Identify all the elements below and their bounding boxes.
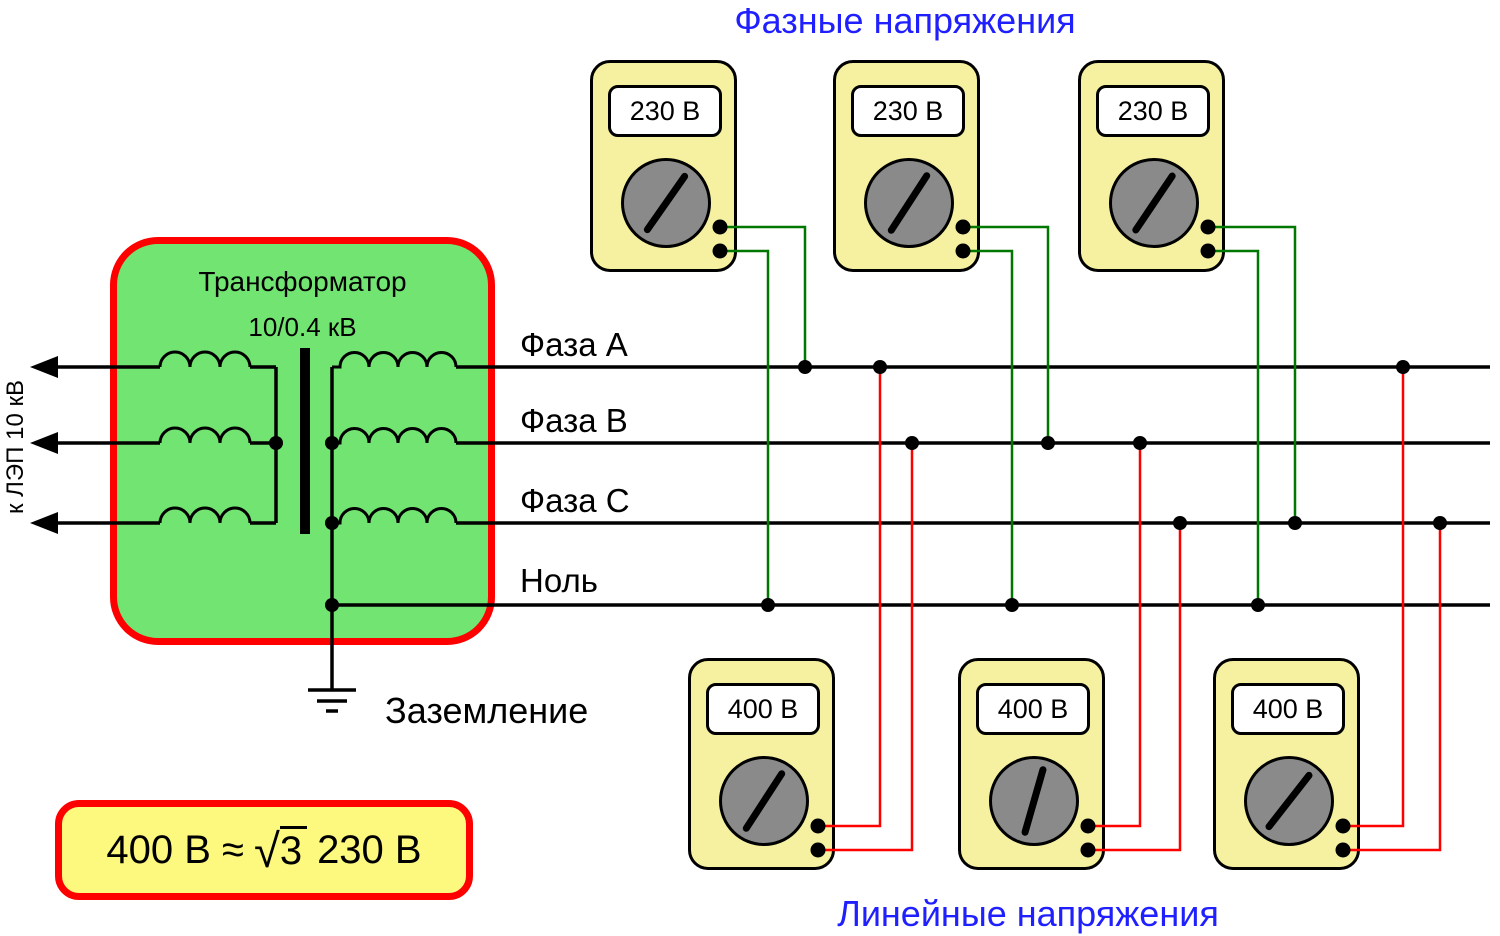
- meter-display: 230 В: [851, 85, 965, 137]
- transformer-core: [300, 348, 310, 534]
- primary-coil-c: [158, 506, 252, 524]
- meter-terminal-dot: [712, 243, 728, 259]
- formula-rhs: 230 В: [317, 827, 422, 872]
- secondary-coil-c: [332, 507, 458, 525]
- meter-terminal-dot: [1335, 842, 1351, 858]
- junction-dot: [325, 436, 339, 450]
- line-voltages-title: Линейные напряжения: [837, 893, 1219, 934]
- meter-terminal-dot: [1200, 243, 1216, 259]
- phase-voltage-wires: [720, 225, 1297, 605]
- meter-terminal-dot: [955, 243, 971, 259]
- green-wire: [720, 249, 770, 605]
- secondary-coil-a: [332, 351, 458, 369]
- meter-reading: 230 В: [872, 95, 944, 126]
- junction-dot: [798, 360, 812, 374]
- phase-voltmeter-3: 230 В: [1078, 60, 1225, 272]
- label-phase-a: Фаза А: [520, 326, 628, 363]
- red-wire: [818, 443, 914, 852]
- junction-dot: [269, 436, 283, 450]
- ground-symbol: [308, 688, 356, 713]
- primary-coil-a: [158, 350, 252, 368]
- phase-voltmeter-2: 230 В: [833, 60, 980, 272]
- junction-dot: [1396, 360, 1410, 374]
- red-wire: [818, 367, 882, 828]
- line-voltage-wires: [818, 367, 1442, 852]
- red-wire: [1088, 443, 1142, 828]
- green-wire: [1208, 249, 1260, 605]
- junction-dot: [1288, 516, 1302, 530]
- junction-dot: [761, 598, 775, 612]
- solid-shapes: [30, 348, 339, 612]
- sqrt-icon: √: [254, 823, 280, 877]
- junction-dot: [1005, 598, 1019, 612]
- meter-display: 400 В: [1231, 683, 1345, 735]
- formula-radicand: 3: [279, 826, 308, 874]
- meter-dial: [719, 756, 809, 846]
- primary-coil-b: [158, 426, 252, 444]
- phase-voltages-title: Фазные напряжения: [734, 0, 1076, 41]
- meter-terminal-dot: [810, 818, 826, 834]
- junction-dot: [325, 598, 339, 612]
- junction-dot: [1433, 516, 1447, 530]
- meter-terminal-dot: [1335, 818, 1351, 834]
- green-wire: [963, 249, 1014, 605]
- formula-lhs: 400 В ≈: [106, 827, 245, 872]
- secondary-coil-b: [332, 427, 458, 445]
- meter-dial: [1244, 756, 1334, 846]
- meter-reading: 230 В: [1117, 95, 1189, 126]
- hv-arrow-icon: [30, 432, 58, 454]
- meter-display: 230 В: [1096, 85, 1210, 137]
- junction-dot: [1173, 516, 1187, 530]
- meter-dial: [989, 756, 1079, 846]
- hv-line-label: к ЛЭП 10 кВ: [2, 380, 29, 514]
- formula-box: 400 В ≈ √ 3 230 В: [55, 800, 473, 900]
- line-voltmeter-1: 400 В: [688, 658, 835, 870]
- line-voltmeter-3: 400 В: [1213, 658, 1360, 870]
- junction-dot: [905, 436, 919, 450]
- junction-dot: [1041, 436, 1055, 450]
- red-wire: [1343, 523, 1442, 852]
- red-wire: [1088, 523, 1182, 852]
- meter-display: 400 В: [976, 683, 1090, 735]
- meter-display: 400 В: [706, 683, 820, 735]
- meter-reading: 400 В: [727, 693, 799, 724]
- meter-terminal-dot: [1200, 219, 1216, 235]
- junction-dot: [325, 516, 339, 530]
- meter-reading: 400 В: [1252, 693, 1324, 724]
- green-wire: [1208, 225, 1297, 523]
- meter-dial: [621, 158, 711, 248]
- meter-terminal-dot: [712, 219, 728, 235]
- transformer-ratio: 10/0.4 кВ: [248, 312, 357, 342]
- label-neutral: Ноль: [520, 562, 598, 599]
- hv-arrow-icon: [30, 356, 58, 378]
- meter-dial: [1109, 158, 1199, 248]
- meter-dial: [864, 158, 954, 248]
- junction-dot: [1133, 436, 1147, 450]
- junction-dot: [1251, 598, 1265, 612]
- junction-dots: [761, 360, 1447, 612]
- meter-reading: 230 В: [629, 95, 701, 126]
- line-voltmeter-2: 400 В: [958, 658, 1105, 870]
- transformer-windings: [158, 350, 458, 525]
- transformer-title: Трансформатор: [198, 266, 407, 297]
- meter-terminals: [712, 219, 1351, 858]
- meter-terminal-dot: [1080, 842, 1096, 858]
- meter-terminal-dot: [1080, 818, 1096, 834]
- label-phase-b: Фаза В: [520, 402, 628, 439]
- label-phase-c: Фаза С: [520, 482, 630, 519]
- phase-voltmeter-1: 230 В: [590, 60, 737, 272]
- meter-terminal-dot: [810, 842, 826, 858]
- meter-terminal-dot: [955, 219, 971, 235]
- meter-display: 230 В: [608, 85, 722, 137]
- transformer-box: Трансформатор 10/0.4 кВ: [110, 237, 495, 645]
- meter-reading: 400 В: [997, 693, 1069, 724]
- ground-label: Заземление: [385, 690, 589, 731]
- red-wire: [1343, 367, 1405, 828]
- junction-dot: [873, 360, 887, 374]
- green-wire: [963, 225, 1050, 443]
- hv-arrow-icon: [30, 512, 58, 534]
- green-wire: [720, 225, 807, 367]
